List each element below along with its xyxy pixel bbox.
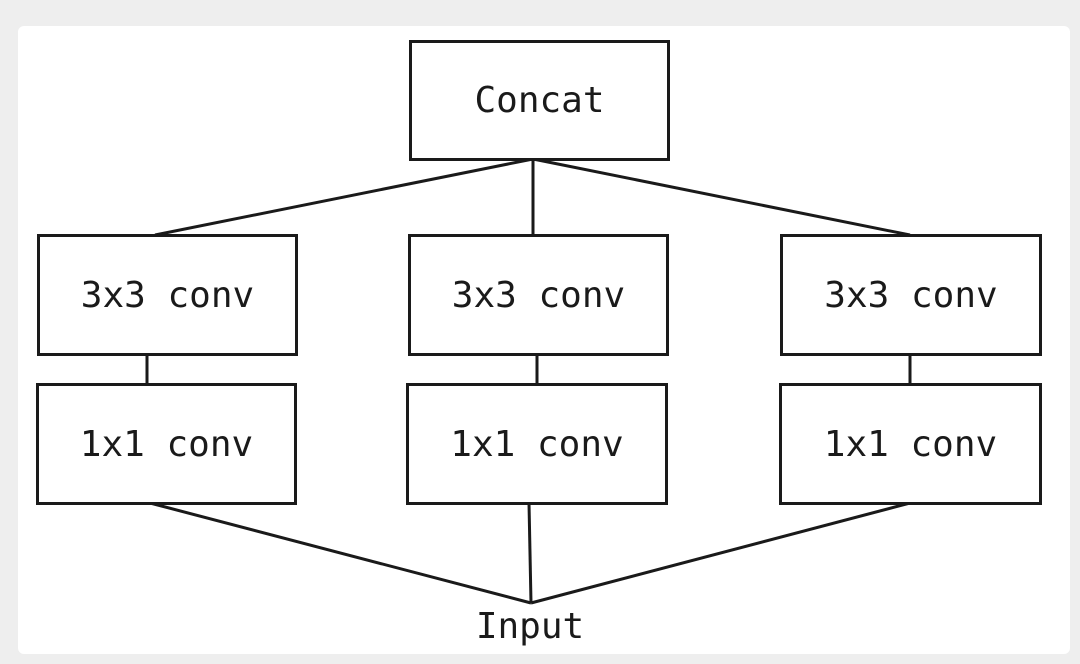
concat-label: Concat (474, 80, 605, 121)
branch-3-conv3x3-label: 3x3 conv (824, 274, 998, 316)
branch-3-conv3x3-box: 3x3 conv (780, 234, 1042, 356)
branch-3-conv1x1-box: 1x1 conv (779, 383, 1042, 505)
edge-input-branch-3 (530, 501, 911, 605)
branch-1-conv1x1-label: 1x1 conv (79, 423, 254, 465)
branch-2-conv3x3-label: 3x3 conv (451, 274, 626, 316)
branch-3-conv1x1-label: 1x1 conv (823, 423, 998, 465)
branch-1-conv3x3-label: 3x3 conv (80, 274, 255, 316)
edge-input-branch-1 (149, 501, 532, 605)
edge-concat-branch-3 (532, 157, 911, 237)
branch-1-conv3x3-box: 3x3 conv (37, 234, 298, 356)
branch-1-conv1x1-box: 1x1 conv (36, 383, 297, 505)
branch-2-conv3x3-box: 3x3 conv (408, 234, 669, 356)
edge-concat-branch-1 (154, 157, 534, 237)
edge-input-branch-2 (527, 502, 533, 604)
input-label: Input (475, 606, 585, 647)
branch-2-conv1x1-box: 1x1 conv (406, 383, 668, 505)
concat-box: Concat (409, 40, 670, 161)
branch-2-conv1x1-label: 1x1 conv (450, 423, 624, 465)
